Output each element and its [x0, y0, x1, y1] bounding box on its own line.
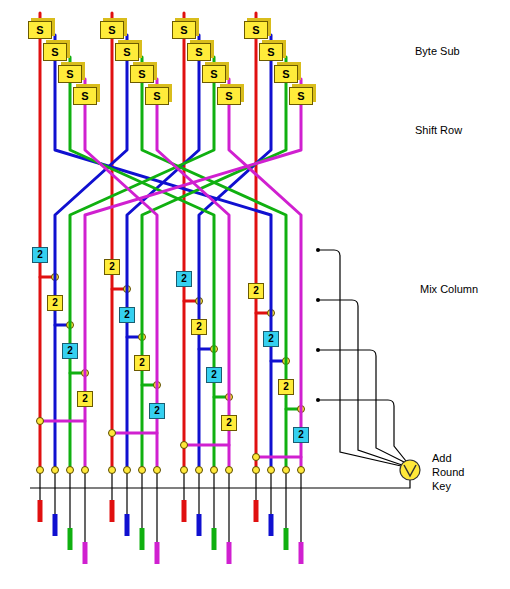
node-text: S — [282, 69, 289, 80]
s-box: S — [289, 87, 313, 105]
xtime-tile: 2 — [62, 343, 78, 359]
node-text: 2 — [298, 430, 304, 440]
node-text: 2 — [82, 394, 88, 404]
node-text: S — [210, 69, 217, 80]
xtime-tile: 2 — [206, 367, 222, 383]
xtime-tile: 2 — [293, 427, 309, 443]
stage-label: Byte Sub — [415, 45, 495, 59]
xtime-tile: 2 — [221, 415, 237, 431]
node-text: S — [180, 25, 187, 36]
xtime-tile: 2 — [149, 403, 165, 419]
xtime-tile: 2 — [191, 319, 207, 335]
stage-label: Add Round Key — [432, 452, 476, 493]
node-text: S — [225, 91, 232, 102]
xtime-tile: 2 — [176, 271, 192, 287]
wire — [157, 105, 229, 415]
node-text: 2 — [283, 382, 289, 392]
xtime-tile: 2 — [32, 247, 48, 263]
node-text: 2 — [268, 334, 274, 344]
node-text: 2 — [109, 262, 115, 272]
xtime-tile: 2 — [248, 283, 264, 299]
s-box: S — [73, 87, 97, 105]
wire — [55, 61, 271, 331]
node-text: S — [267, 47, 274, 58]
node-text: 2 — [154, 406, 160, 416]
s-box: S — [187, 43, 211, 61]
node-text: S — [123, 47, 130, 58]
node-text: 2 — [67, 346, 73, 356]
node-text: 2 — [181, 274, 187, 284]
node-text: S — [81, 91, 88, 102]
node-text: S — [153, 91, 160, 102]
wire — [85, 105, 301, 391]
node-text: S — [297, 91, 304, 102]
s-box: S — [202, 65, 226, 83]
node-text: 2 — [196, 322, 202, 332]
s-box: S — [217, 87, 241, 105]
node-text: 2 — [211, 370, 217, 380]
node-text: 2 — [139, 358, 145, 368]
xtime-tile: 2 — [77, 391, 93, 407]
node-text: S — [66, 69, 73, 80]
node-text: S — [108, 25, 115, 36]
xtime-tile: 2 — [134, 355, 150, 371]
stage-label: Shift Row — [415, 124, 495, 138]
node-text: S — [195, 47, 202, 58]
wire — [111, 39, 114, 259]
s-box: S — [145, 87, 169, 105]
s-box: S — [172, 21, 196, 39]
stage-label: Mix Column — [420, 283, 500, 297]
node-text: 2 — [52, 298, 58, 308]
s-box: S — [58, 65, 82, 83]
wire — [142, 83, 286, 355]
node-text: 2 — [226, 418, 232, 428]
xtime-tile: 2 — [104, 259, 120, 275]
s-box: S — [115, 43, 139, 61]
s-box: S — [244, 21, 268, 39]
xtime-tile: 2 — [47, 295, 63, 311]
node-text: S — [252, 25, 259, 36]
xtime-tile: 2 — [263, 331, 279, 347]
wire — [199, 61, 271, 319]
node-text: 2 — [37, 250, 43, 260]
wire — [39, 39, 42, 247]
s-box: S — [259, 43, 283, 61]
s-box: S — [28, 21, 52, 39]
s-box: S — [130, 65, 154, 83]
xtime-tile: 2 — [119, 307, 135, 323]
wire — [183, 39, 186, 271]
s-box: S — [100, 21, 124, 39]
xtime-tile: 2 — [278, 379, 294, 395]
s-box: S — [43, 43, 67, 61]
node-text: S — [51, 47, 58, 58]
wire — [85, 105, 157, 403]
node-text: 2 — [253, 286, 259, 296]
node-text: 2 — [124, 310, 130, 320]
node-text: S — [36, 25, 43, 36]
node-text: S — [138, 69, 145, 80]
s-box: S — [274, 65, 298, 83]
